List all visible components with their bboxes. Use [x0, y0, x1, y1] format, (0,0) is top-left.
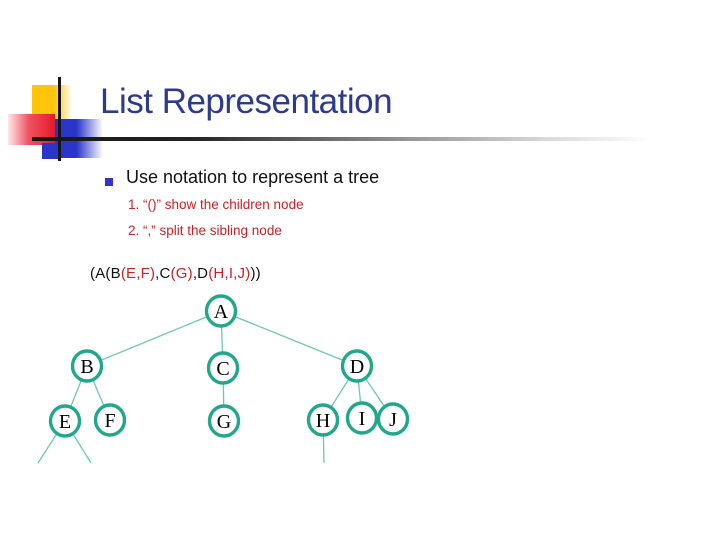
tree-node-label-J: J — [389, 409, 397, 431]
bullet-text: Use notation to represent a tree — [126, 167, 380, 187]
tree-node-E — [48, 404, 82, 438]
notation-segment: ,C — [155, 265, 171, 282]
title-underline-rule — [32, 137, 672, 141]
tree-node-G — [207, 404, 241, 438]
notation-segment: (H,I,J) — [208, 265, 251, 282]
tree-node-label-F: F — [104, 410, 115, 432]
tree-node-label-H: H — [316, 410, 330, 432]
tree-node-label-I: I — [359, 408, 366, 430]
tree-node-D — [340, 349, 374, 383]
notation-segment: (G) — [170, 265, 193, 282]
notation-segment: (A(B — [90, 265, 121, 282]
notation-segment: (E,F) — [120, 265, 156, 282]
numbered-item-2: 2. “,” split the sibling node — [128, 223, 282, 238]
tree-node-label-A: A — [214, 301, 229, 323]
tree-node-J — [376, 402, 410, 436]
decoration-blue-square-small — [42, 143, 59, 159]
decoration-vertical-line — [58, 77, 61, 161]
tree-node-label-E: E — [59, 411, 71, 433]
bullet-square-icon — [105, 178, 113, 186]
tree-edge — [220, 310, 358, 367]
tree-node-label-C: C — [216, 358, 229, 380]
tree-node-I — [345, 401, 379, 435]
tree-node-H — [306, 403, 340, 437]
tree-node-F — [93, 403, 127, 437]
tree-node-B — [70, 349, 104, 383]
tree-node-label-D: D — [350, 356, 364, 378]
numbered-item-1: 1. “()” show the children node — [128, 197, 304, 212]
tree-node-C — [206, 351, 240, 385]
tree-node-A — [204, 294, 238, 328]
notation-segment: )) — [250, 265, 261, 282]
tree-edge — [86, 310, 222, 367]
slide-title: List Representation — [100, 82, 393, 121]
tree-node-label-B: B — [80, 356, 93, 378]
tree-node-label-G: G — [217, 411, 231, 433]
list-notation: (A(B(E,F),C(G),D(H,I,J))) — [90, 265, 261, 282]
notation-segment: ,D — [192, 265, 209, 282]
